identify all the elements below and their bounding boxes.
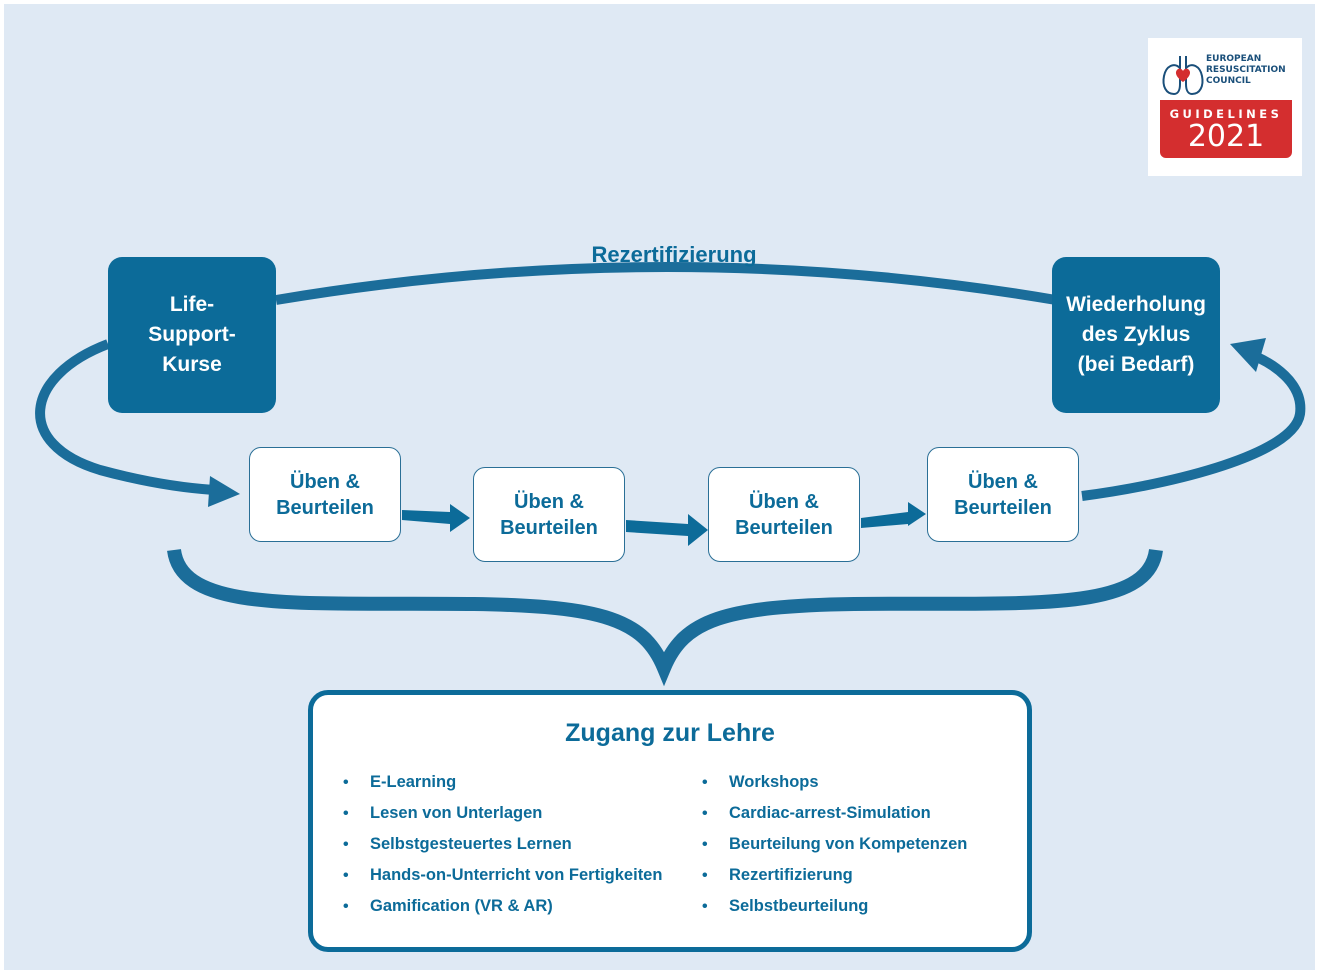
end-box-repeat-cycle: Wiederholung des Zyklus (bei Bedarf) xyxy=(1052,257,1220,413)
start-box-label: Life- Support- Kurse xyxy=(148,293,236,376)
practice-box-label: Üben & Beurteilen xyxy=(735,490,833,539)
logo-guidelines-label: GUIDELINES xyxy=(1169,107,1283,121)
practice-box-4: Üben & Beurteilen xyxy=(927,447,1079,542)
list-item: Cardiac-arrest-Simulation xyxy=(702,798,967,829)
right-loop-arrow xyxy=(1081,347,1306,501)
list-item: Lesen von Unterlagen xyxy=(343,798,662,829)
list-item: Gamification (VR & AR) xyxy=(343,891,662,922)
practice-box-label: Üben & Beurteilen xyxy=(954,470,1052,519)
erc-guidelines-logo: EUROPEAN RESUSCITATION COUNCIL GUIDELINE… xyxy=(1148,38,1302,176)
practice-box-label: Üben & Beurteilen xyxy=(276,470,374,519)
logo-year: 2021 xyxy=(1187,119,1265,154)
logo-org-name: EUROPEAN RESUSCITATION COUNCIL xyxy=(1206,54,1286,86)
cycle-arrows xyxy=(35,262,1306,687)
recertification-arc xyxy=(275,262,1057,305)
recertification-label: Rezertifizierung xyxy=(591,242,757,267)
brace xyxy=(167,548,1163,687)
list-item: E-Learning xyxy=(343,767,662,798)
learning-list-left: E-Learning Lesen von Unterlagen Selbstge… xyxy=(343,767,662,922)
learning-access-box: Zugang zur Lehre E-Learning Lesen von Un… xyxy=(308,690,1032,952)
left-loop-arrow xyxy=(35,339,215,495)
list-item: Selbstgesteuertes Lernen xyxy=(343,829,662,860)
end-box-label: Wiederholung des Zyklus (bei Bedarf) xyxy=(1066,293,1206,376)
start-box-life-support: Life- Support- Kurse xyxy=(108,257,276,413)
list-item: Workshops xyxy=(702,767,967,798)
list-item: Rezertifizierung xyxy=(702,860,967,891)
list-item: Beurteilung von Kompetenzen xyxy=(702,829,967,860)
practice-box-1: Üben & Beurteilen xyxy=(249,447,401,542)
diagram-canvas: Rezertifizierung Life- Support- Kurse Wi… xyxy=(4,4,1315,970)
learning-list-right: Workshops Cardiac-arrest-Simulation Beur… xyxy=(702,767,967,922)
left-loop-arrowhead xyxy=(208,476,240,507)
lungs-heart-icon xyxy=(1162,56,1204,96)
practice-box-3: Üben & Beurteilen xyxy=(708,467,860,562)
block-arrow-3 xyxy=(861,502,926,528)
block-arrow-1 xyxy=(402,504,470,532)
practice-box-2: Üben & Beurteilen xyxy=(473,467,625,562)
block-arrow-2 xyxy=(626,514,708,546)
list-item: Hands-on-Unterricht von Fertigkeiten xyxy=(343,860,662,891)
practice-box-label: Üben & Beurteilen xyxy=(500,490,598,539)
logo-guidelines-band: GUIDELINES 2021 xyxy=(1160,100,1292,158)
list-item: Selbstbeurteilung xyxy=(702,891,967,922)
right-loop-arrowhead xyxy=(1230,338,1266,372)
learning-access-title: Zugang zur Lehre xyxy=(565,719,775,747)
